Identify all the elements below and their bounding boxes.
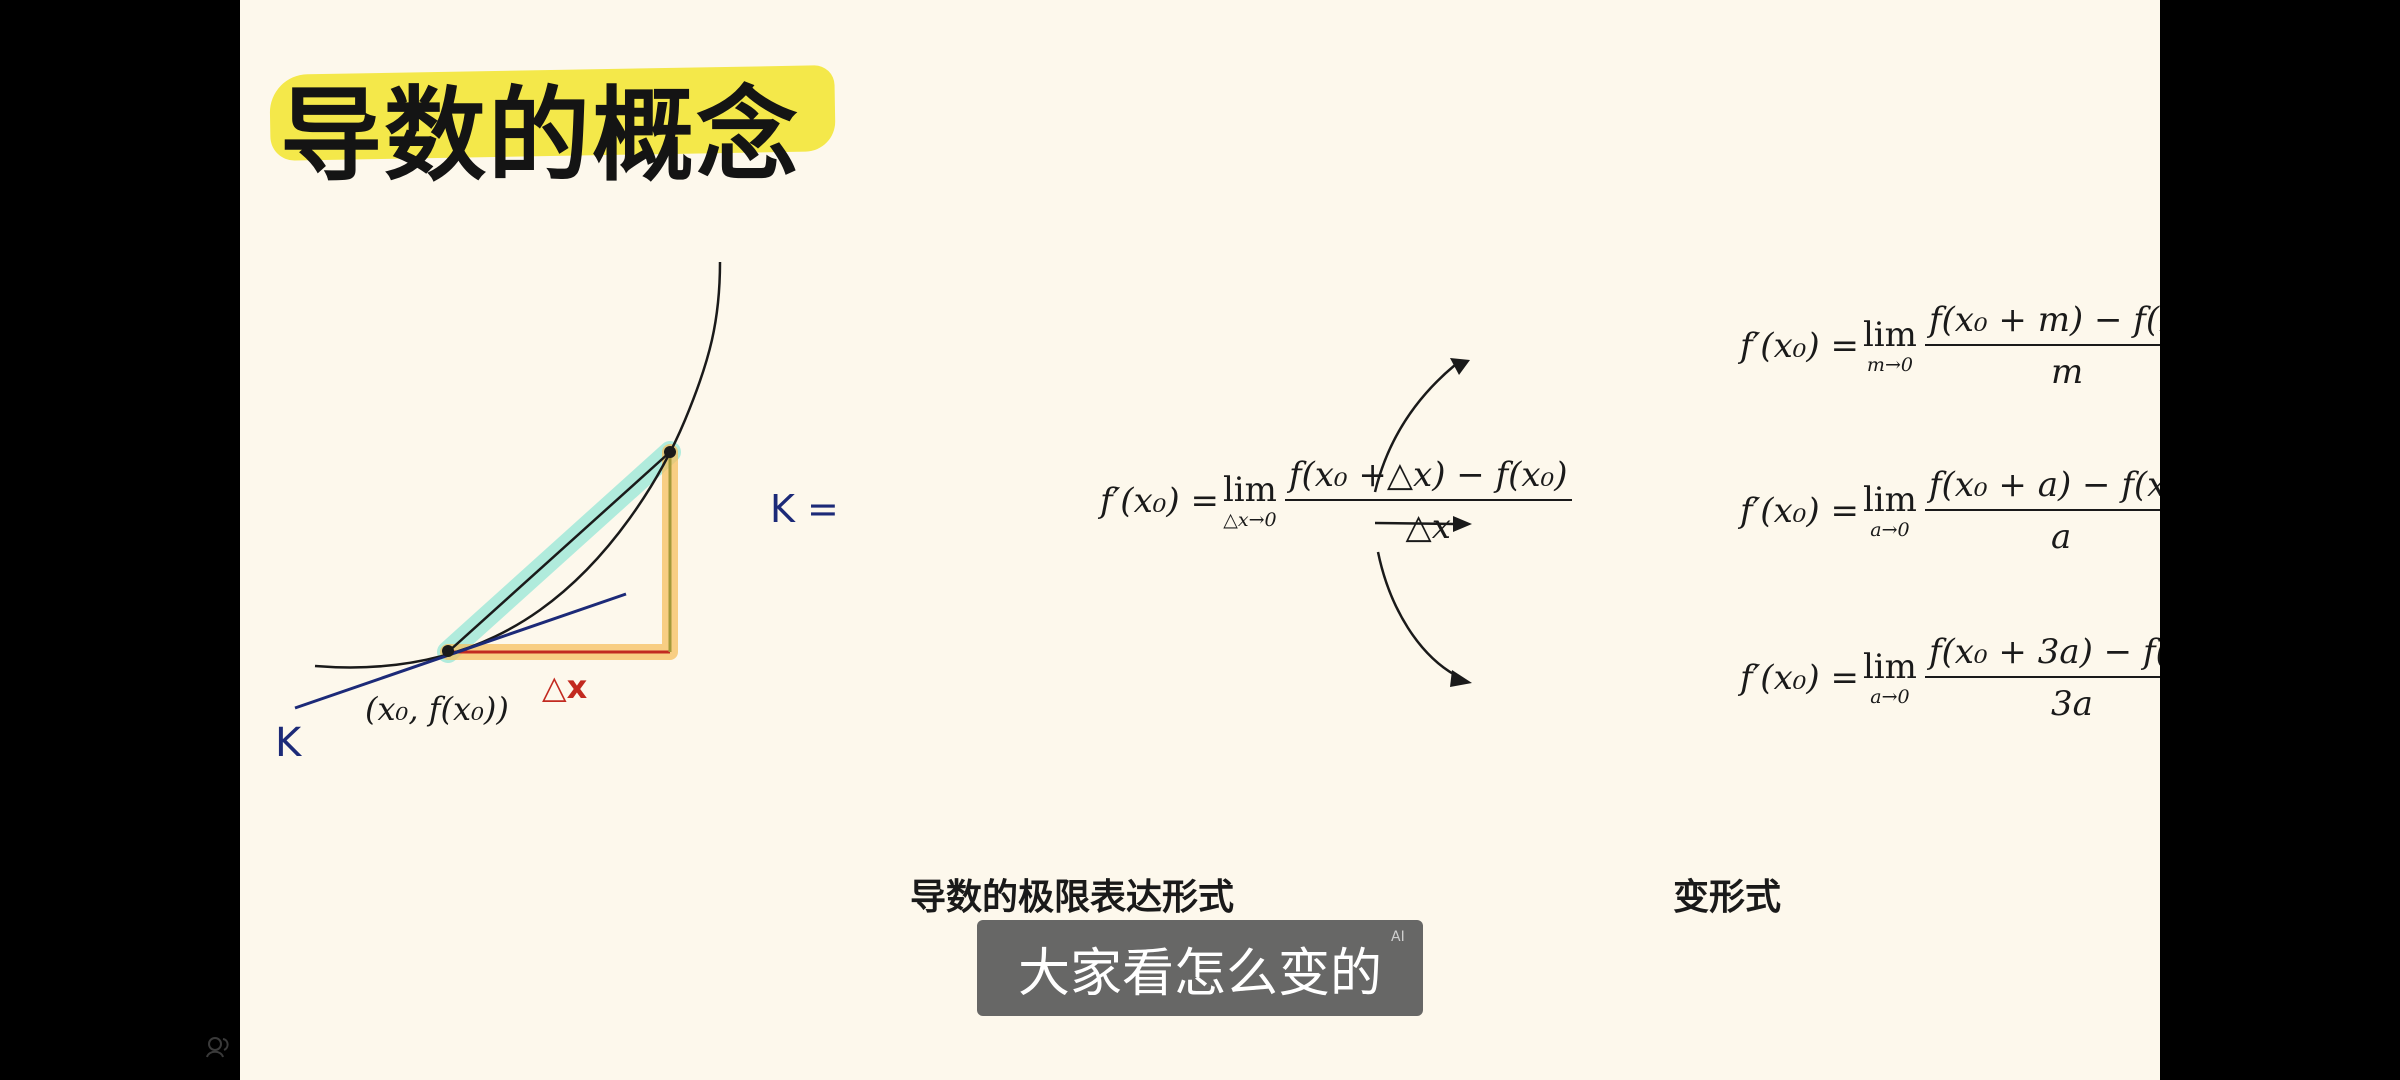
fraction: f(x₀ + 3a) − f(x₀) 3a (1924, 632, 2160, 724)
limit-subscript: a→0 (1870, 685, 1910, 708)
denominator: m (2050, 352, 2084, 392)
label-limit-form: 导数的极限表达形式 (910, 877, 1235, 918)
formula-lhs: f′(x₀) = (1100, 481, 1219, 521)
limit-subscript: a→0 (1870, 518, 1910, 541)
limit-subscript: △x→0 (1223, 508, 1277, 531)
arrow-head-m (1450, 358, 1470, 375)
limit-subscript: m→0 (1866, 353, 1913, 376)
formula-variant-m: f′(x₀) = lim m→0 f(x₀ + m) − f(x₀) m (1740, 300, 2160, 392)
point-x1 (664, 446, 676, 458)
numerator: f(x₀ +△x) − f(x₀) (1284, 455, 1572, 501)
fraction: f(x₀ + a) − f(x₀) a (1924, 465, 2160, 557)
arrow-to-variant-a (1374, 521, 1456, 526)
limit-block: lim a→0 (1863, 483, 1917, 540)
formula-main: f′(x₀) = lim △x→0 f(x₀ +△x) − f(x₀) △x (1100, 455, 1572, 547)
label-variant-form: 变形式 (1673, 877, 1782, 918)
numerator: f(x₀ + a) − f(x₀) (1924, 465, 2160, 511)
derivative-graph (294, 261, 1472, 710)
k-tangent-label: K (275, 720, 302, 766)
formula-lhs: f′(x₀) = (1740, 491, 1859, 531)
delta-x-label: △x (542, 668, 588, 706)
lim-word: lim (1222, 469, 1277, 510)
limit-block: lim a→0 (1863, 650, 1917, 707)
ai-badge: AI (1391, 929, 1405, 945)
point-coordinate-label: (x₀, f(x₀)) (365, 690, 509, 728)
point-x0 (442, 645, 454, 657)
formula-variant-3a: f′(x₀) = lim a→0 f(x₀ + 3a) − f(x₀) 3a (1740, 632, 2160, 724)
subtitle-caption: 大家看怎么变的 (977, 920, 1423, 1016)
arrow-to-variant-m (1373, 364, 1456, 493)
tangent-line (294, 592, 627, 710)
k-equals-label: K = (770, 487, 839, 531)
denominator: △x (1405, 507, 1451, 547)
arrow-to-variant-3a (1376, 551, 1456, 677)
subtitle-text: 大家看怎么变的 (1017, 943, 1382, 1004)
lim-word: lim (1862, 479, 1917, 520)
denominator: a (2050, 517, 2072, 557)
limit-block: lim m→0 (1863, 318, 1917, 375)
formula-lhs: f′(x₀) = (1740, 326, 1859, 366)
watermark-icon (206, 1037, 229, 1058)
lim-word: lim (1862, 314, 1917, 355)
slide-canvas: 导数的概念 K = K △x (x₀, f(x₀)) f′(x₀) = li (240, 0, 2160, 1080)
fraction: f(x₀ + m) − f(x₀) m (1924, 300, 2160, 392)
arrow-head-3a (1450, 670, 1472, 687)
denominator: 3a (2050, 684, 2093, 724)
secant-line (447, 451, 671, 653)
formula-lhs: f′(x₀) = (1740, 658, 1859, 698)
numerator: f(x₀ + 3a) − f(x₀) (1924, 632, 2160, 678)
title-block: 导数的概念 (269, 50, 836, 196)
fraction: f(x₀ +△x) − f(x₀) △x (1284, 455, 1572, 547)
formula-variant-a: f′(x₀) = lim a→0 f(x₀ + a) − f(x₀) a (1740, 465, 2160, 557)
page-title: 导数的概念 (280, 77, 800, 196)
arrow-head-a (1453, 516, 1472, 532)
numerator: f(x₀ + m) − f(x₀) (1924, 300, 2160, 346)
function-curve (314, 261, 722, 669)
limit-block: lim △x→0 (1223, 473, 1277, 530)
lim-word: lim (1862, 646, 1917, 687)
